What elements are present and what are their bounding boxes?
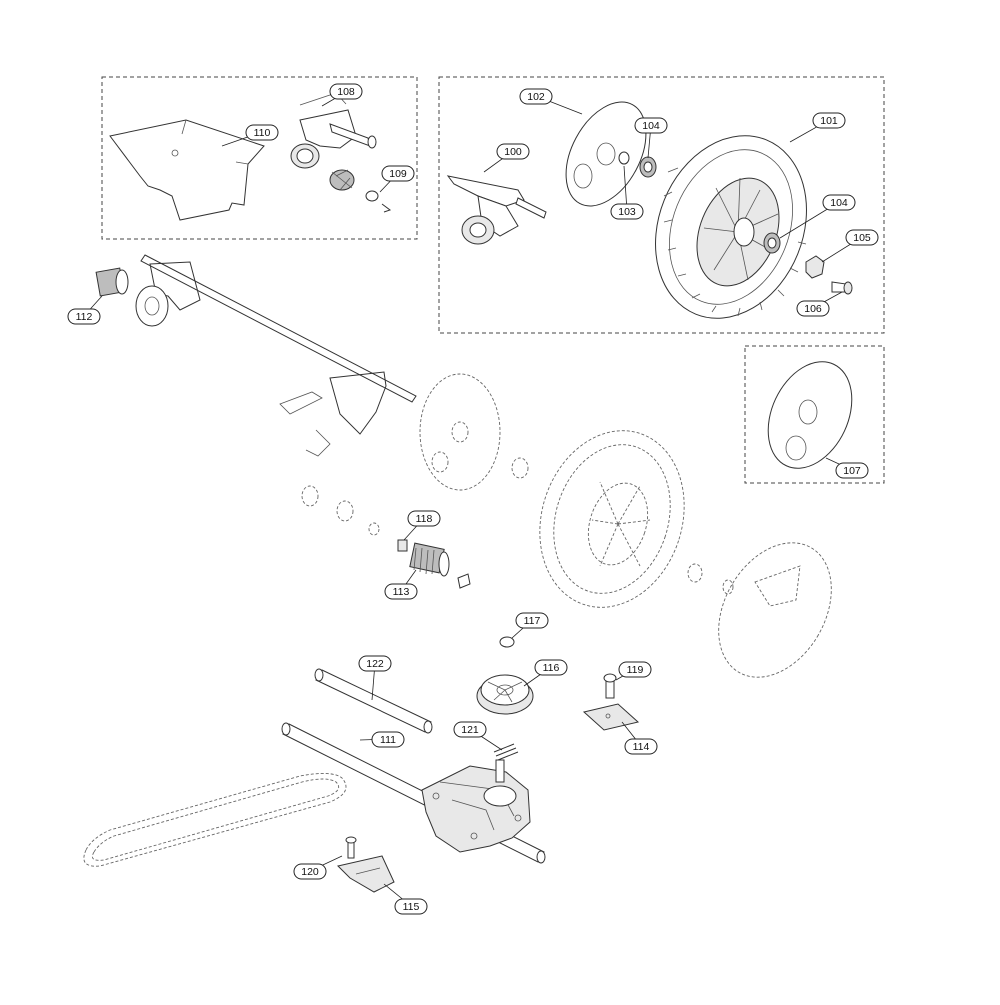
callout-104-top[interactable]: 104 (634, 117, 668, 134)
callout-107[interactable]: 107 (835, 462, 869, 479)
part-105-nut (805, 255, 825, 279)
callout-106[interactable]: 106 (796, 300, 830, 317)
callout-label: 100 (504, 146, 522, 158)
part-110-cover (109, 119, 265, 221)
part-120-screw (345, 836, 357, 859)
group-box-right (438, 76, 885, 334)
part-118-key (397, 539, 408, 552)
callout-label: 104 (830, 197, 848, 209)
callout-label: 109 (389, 168, 407, 180)
ghost-wheel (539, 430, 734, 608)
callout-114[interactable]: 114 (624, 738, 658, 755)
part-116-pulley (476, 674, 534, 715)
callout-117[interactable]: 117 (515, 612, 549, 629)
callout-label: 122 (366, 658, 384, 670)
part-102-hubcap (565, 101, 647, 207)
callout-label: 108 (337, 86, 355, 98)
part-109-clip (365, 190, 392, 213)
callout-label: 119 (627, 664, 644, 676)
callout-121[interactable]: 121 (453, 721, 487, 738)
part-104-bearing-b (763, 232, 781, 254)
axle-assembly (135, 254, 417, 457)
ghost-gear (419, 373, 501, 491)
part-115-guard (337, 855, 395, 893)
callout-113[interactable]: 113 (384, 583, 418, 600)
drive-belt (83, 773, 347, 867)
group-box-small (744, 345, 885, 484)
callout-label: 112 (76, 311, 93, 323)
callout-label: 103 (618, 206, 636, 218)
part-106-bolt (831, 281, 853, 295)
part-114-plate (582, 703, 640, 731)
callout-label: 104 (642, 120, 660, 132)
part-100-bracket (446, 175, 547, 245)
callout-120[interactable]: 120 (293, 863, 327, 880)
callout-label: 106 (804, 303, 822, 315)
callout-label: 101 (820, 115, 838, 127)
callout-104-right[interactable]: 104 (822, 194, 856, 211)
callout-102[interactable]: 102 (519, 88, 553, 105)
callout-label: 102 (527, 91, 545, 103)
callout-100[interactable]: 100 (496, 143, 530, 160)
callout-108[interactable]: 108 (329, 83, 363, 100)
part-107-hubcap (767, 361, 853, 469)
callout-label: 118 (416, 513, 433, 525)
callout-118[interactable]: 118 (407, 510, 441, 527)
part-101-wheel (655, 135, 807, 319)
callout-109[interactable]: 109 (381, 165, 415, 182)
part-117-clip (499, 636, 515, 648)
callout-111[interactable]: 111 (371, 731, 405, 748)
part-113-pinion-gear (409, 542, 450, 577)
callout-label: 105 (853, 232, 871, 244)
group-box-left (101, 76, 418, 240)
part-112-pinion (95, 267, 129, 297)
callout-103[interactable]: 103 (610, 203, 644, 220)
part-108-bracket (290, 92, 377, 191)
part-103-washer (618, 151, 630, 165)
callout-label: 116 (543, 662, 560, 674)
callout-label: 117 (524, 615, 541, 627)
callout-label: 111 (380, 734, 396, 746)
callout-label: 107 (843, 465, 861, 477)
callout-label: 121 (461, 724, 479, 736)
callout-label: 120 (301, 866, 319, 878)
part-121-spring (493, 743, 519, 761)
part-119-screw (603, 673, 617, 699)
callout-110[interactable]: 110 (245, 124, 279, 141)
callout-105[interactable]: 105 (845, 229, 879, 246)
callout-label: 114 (633, 741, 650, 753)
callout-115[interactable]: 115 (394, 898, 428, 915)
part-104-bearing-a (639, 156, 657, 178)
callout-116[interactable]: 116 (534, 659, 568, 676)
ghost-washers (301, 457, 529, 536)
clip-near-113 (457, 573, 471, 589)
callout-label: 113 (393, 586, 410, 598)
callout-119[interactable]: 119 (618, 661, 652, 678)
gearbox (421, 759, 531, 853)
callout-101[interactable]: 101 (812, 112, 846, 129)
ghost-hubcap (718, 542, 832, 678)
part-122-shaft (314, 668, 433, 734)
callout-122[interactable]: 122 (358, 655, 392, 672)
callout-label: 115 (403, 901, 420, 913)
callout-label: 110 (254, 127, 271, 139)
callout-112[interactable]: 112 (67, 308, 101, 325)
